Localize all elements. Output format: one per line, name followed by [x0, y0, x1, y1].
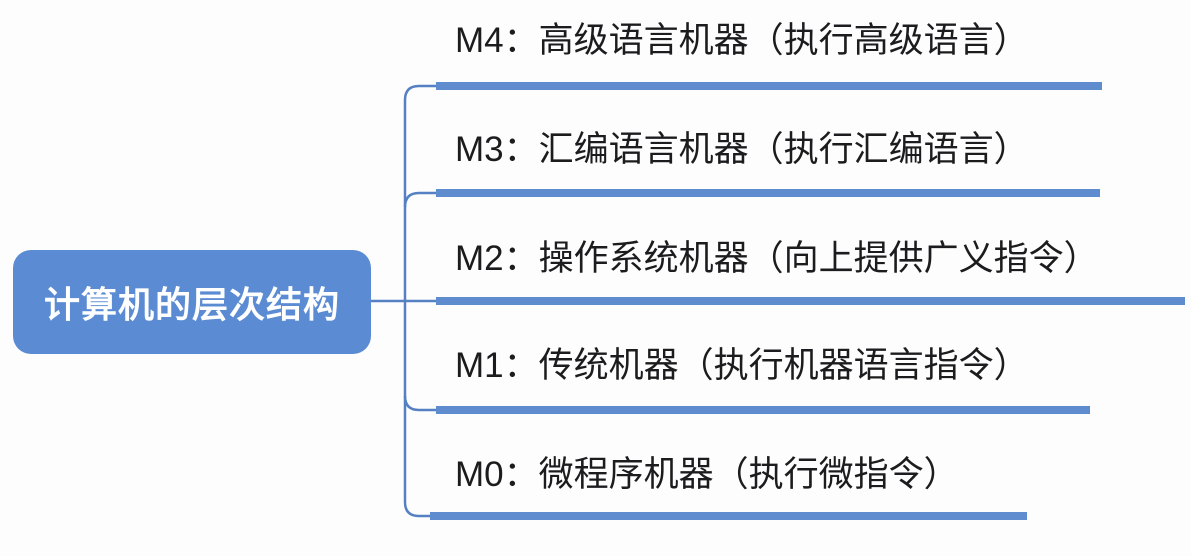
- branch-underline-m0: [430, 512, 1027, 520]
- branch-topic-m3[interactable]: M3：汇编语言机器（执行汇编语言）: [455, 130, 1029, 169]
- branch-topic-m4[interactable]: M4：高级语言机器（执行高级语言）: [455, 21, 1029, 60]
- branch-underline-m3: [436, 189, 1100, 197]
- root-topic[interactable]: 计算机的层次结构: [13, 250, 371, 354]
- branch-topic-m1[interactable]: M1：传统机器（执行机器语言指令）: [455, 346, 1029, 385]
- branch-connector-m3: [403, 191, 440, 208]
- spine-line: [403, 84, 440, 518]
- branch-underline-m1: [436, 406, 1090, 414]
- branch-connector-m1: [403, 395, 440, 412]
- branch-topic-m2[interactable]: M2：操作系统机器（向上提供广义指令）: [455, 239, 1099, 278]
- branch-underline-m2: [436, 297, 1185, 305]
- branch-underline-m4: [436, 82, 1102, 90]
- branch-topic-m0[interactable]: M0：微程序机器（执行微指令）: [455, 455, 959, 494]
- root-topic-label: 计算机的层次结构: [43, 284, 340, 325]
